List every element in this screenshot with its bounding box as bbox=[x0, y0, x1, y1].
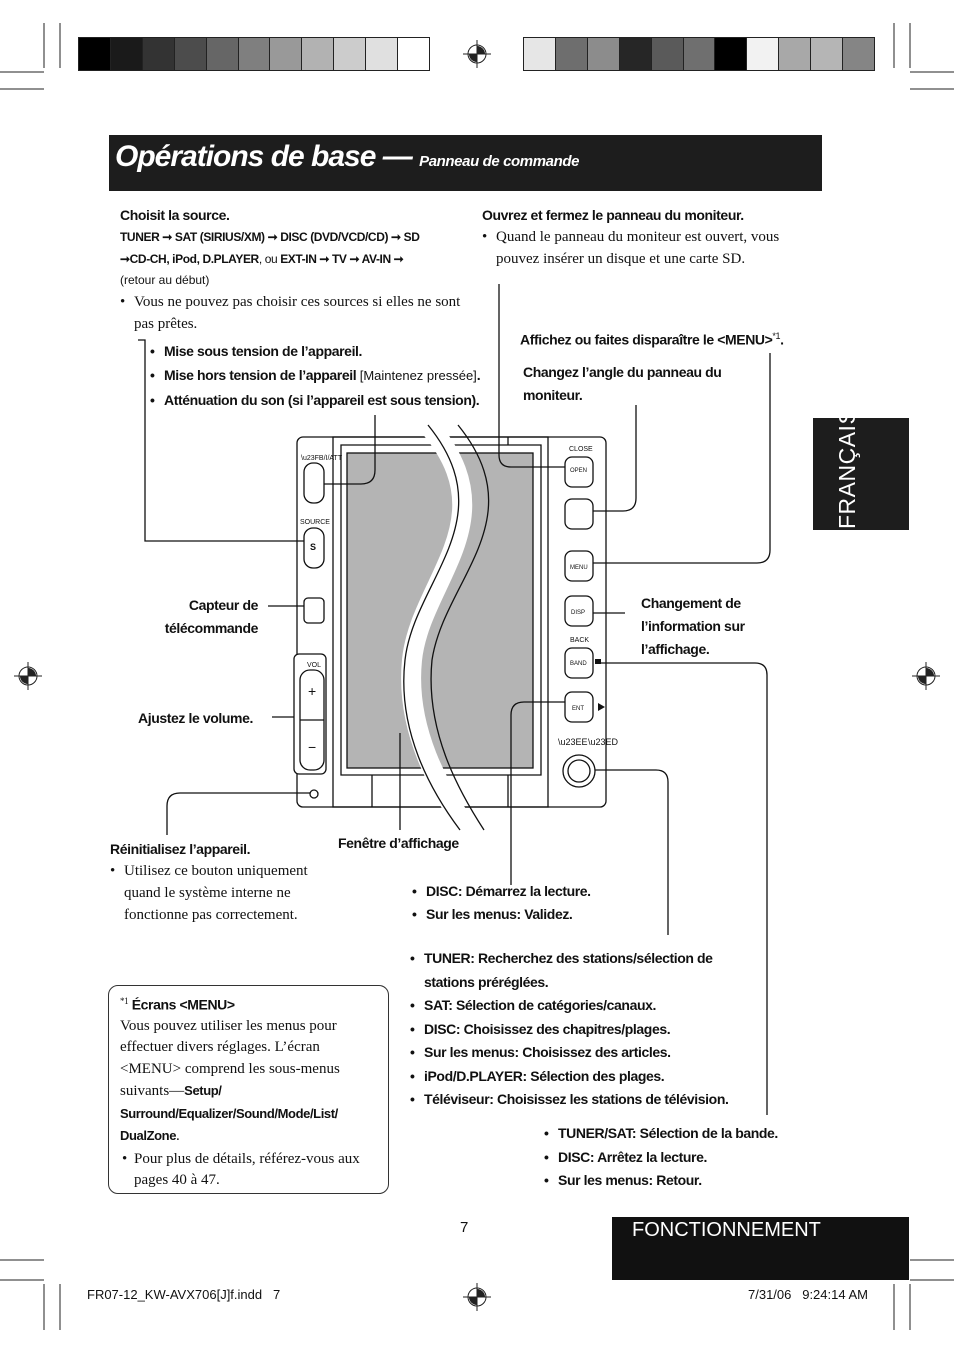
knob-item: iPod/D.PLAYER: Sélection des plages. bbox=[408, 1065, 753, 1089]
power-off-item: Mise hors tension de l’appareil [Mainten… bbox=[148, 364, 508, 387]
svg-text:ENT: ENT bbox=[572, 706, 584, 712]
color-swatch bbox=[714, 38, 747, 70]
svg-text:BACK: BACK bbox=[570, 637, 589, 644]
color-calibration-bar-right bbox=[523, 37, 875, 71]
knob-item: Téléviseur: Choisissez les stations de t… bbox=[408, 1088, 753, 1112]
section-band bbox=[612, 1217, 909, 1280]
language-tab bbox=[813, 418, 909, 530]
color-swatch bbox=[554, 38, 587, 70]
volume-label: Ajustez le volume. bbox=[138, 710, 253, 726]
color-swatch bbox=[524, 38, 555, 70]
file-info: FR07-12_KW-AVX706[J]f.indd 7 bbox=[87, 1287, 281, 1302]
open-panel-heading: Ouvrez et fermez le panneau du moniteur. bbox=[482, 207, 744, 223]
menu-note-body: Vous pouvez utiliser les menus pour effe… bbox=[120, 1017, 340, 1145]
color-swatch bbox=[842, 38, 874, 70]
svg-text:−: − bbox=[308, 739, 316, 755]
color-swatch bbox=[141, 38, 174, 70]
title-subtitle: Panneau de commande bbox=[419, 153, 580, 170]
color-swatch bbox=[810, 38, 843, 70]
color-swatch bbox=[301, 38, 334, 70]
color-swatch bbox=[269, 38, 302, 70]
svg-text:OPEN: OPEN bbox=[570, 468, 587, 474]
title-main-text: Opérations de base — bbox=[115, 140, 413, 173]
knob-item: TUNER: Recherchez des stations/sélection… bbox=[408, 947, 753, 994]
color-swatch bbox=[746, 38, 779, 70]
color-swatch bbox=[333, 38, 366, 70]
menu-note-box bbox=[108, 985, 389, 1194]
section-label: FONCTIONNEMENT bbox=[632, 1219, 821, 1241]
color-swatch bbox=[682, 38, 715, 70]
color-swatch bbox=[109, 38, 142, 70]
title-band bbox=[109, 135, 822, 191]
band-item: Sur les menus: Retour. bbox=[542, 1169, 842, 1193]
date-info: 7/31/06 9:24:14 AM bbox=[748, 1287, 868, 1302]
enter-item-disc: DISC: Démarrez la lecture. bbox=[410, 880, 710, 902]
knob-item: Sur les menus: Choisissez des articles. bbox=[408, 1041, 753, 1065]
color-swatch bbox=[173, 38, 206, 70]
reset-heading: Réinitialisez l’appareil. bbox=[110, 841, 251, 857]
band-item: TUNER/SAT: Sélection de la bande. bbox=[542, 1122, 842, 1146]
color-swatch bbox=[618, 38, 651, 70]
svg-text:BAND: BAND bbox=[570, 661, 587, 667]
svg-text:\u23EE: \u23EE bbox=[558, 737, 588, 747]
menu-toggle-label: Affichez ou faites disparaître le <MENU>… bbox=[520, 331, 784, 348]
mute-item: Atténuation du son (si l’appareil est so… bbox=[148, 389, 508, 411]
source-button-label: SOURCE bbox=[300, 519, 330, 526]
open-panel-note: Quand le panneau du moniteur est ouvert,… bbox=[480, 226, 825, 270]
color-swatch bbox=[365, 38, 398, 70]
display-window-label: Fenêtre d’affichage bbox=[338, 835, 459, 851]
knob-item: SAT: Sélection de catégories/canaux. bbox=[408, 994, 753, 1018]
color-swatch bbox=[586, 38, 619, 70]
svg-text:MENU: MENU bbox=[570, 565, 588, 571]
menu-note-pages: Pour plus de détails, référez-vous aux p… bbox=[120, 1149, 375, 1192]
color-calibration-bar-left bbox=[78, 37, 430, 71]
color-swatch bbox=[205, 38, 238, 70]
svg-text:+: + bbox=[308, 683, 316, 699]
enter-item-menu: Sur les menus: Validez. bbox=[410, 903, 710, 925]
svg-text:DISP: DISP bbox=[571, 610, 585, 616]
color-swatch bbox=[79, 38, 110, 70]
color-swatch bbox=[237, 38, 270, 70]
source-sequence-line1: TUNER ➞ SAT (SIRIUS/XM) ➞ DISC (DVD/VCD/… bbox=[120, 230, 420, 244]
source-sequence-return: (retour au début) bbox=[120, 273, 210, 287]
power-on-item: Mise sous tension de l’appareil. bbox=[148, 340, 508, 362]
menu-note-content: *1 Écrans <MENU> Vous pouvez utiliser le… bbox=[120, 990, 375, 1192]
svg-text:S: S bbox=[310, 542, 316, 552]
color-swatch bbox=[778, 38, 811, 70]
band-item: DISC: Arrêtez la lecture. bbox=[542, 1146, 842, 1170]
svg-text:VOL: VOL bbox=[307, 662, 321, 669]
reset-note: Utilisez ce bouton uniquement quand le s… bbox=[108, 860, 348, 926]
source-sequence-line2: ➞CD-CH, iPod, D.PLAYER, ou EXT-IN ➞ TV ➞… bbox=[120, 252, 404, 266]
knob-item: DISC: Choisissez des chapitres/plages. bbox=[408, 1018, 753, 1042]
color-swatch bbox=[397, 38, 429, 70]
color-swatch bbox=[650, 38, 683, 70]
svg-text:CLOSE: CLOSE bbox=[569, 446, 593, 453]
source-heading: Choisit la source. bbox=[120, 207, 230, 223]
svg-text:\u23ED: \u23ED bbox=[588, 737, 619, 747]
page-number: 7 bbox=[460, 1219, 469, 1236]
power-button-label: \u23FB/I/ATT bbox=[301, 455, 343, 462]
source-note: Vous ne pouvez pas choisir ces sources s… bbox=[118, 291, 468, 335]
menu-note-heading: *1 Écrans <MENU> bbox=[120, 996, 235, 1013]
page-title: Opérations de base — Panneau de commande bbox=[115, 140, 579, 174]
